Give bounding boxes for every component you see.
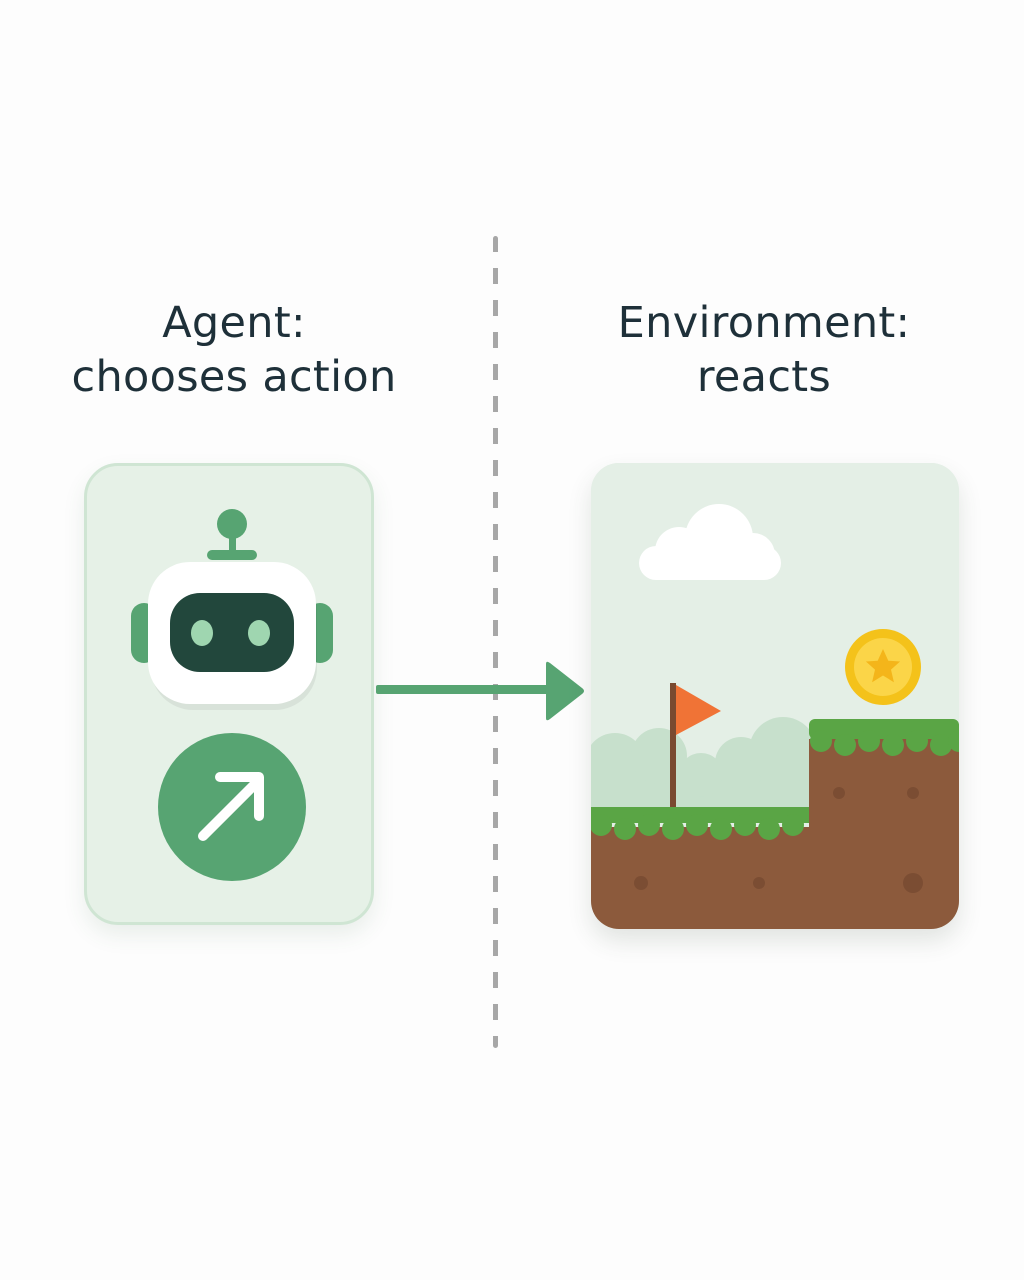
robot-icon	[131, 509, 333, 710]
environment-panel	[591, 463, 959, 929]
cloud-icon	[639, 504, 781, 580]
bushes	[591, 717, 817, 813]
environment-heading-subtitle: reacts	[696, 352, 832, 402]
grass-ground	[591, 807, 809, 840]
star-coin-icon	[845, 629, 921, 705]
arrow-up-right-icon	[158, 733, 306, 881]
agent-heading: Agent: chooses action	[24, 296, 444, 404]
agent-panel-art	[131, 509, 333, 881]
dirt-ground	[591, 739, 959, 929]
agent-heading-subtitle: chooses action	[71, 352, 397, 402]
agent-heading-title: Agent:	[162, 298, 306, 348]
environment-heading-title: Environment:	[617, 298, 911, 348]
flag-icon	[670, 683, 721, 807]
dashed-divider	[493, 236, 498, 1048]
environment-scene	[591, 463, 959, 929]
agent-panel	[84, 463, 374, 925]
right-arrow-icon	[376, 661, 584, 721]
raised-platform	[809, 719, 959, 756]
environment-heading: Environment: reacts	[554, 296, 974, 404]
